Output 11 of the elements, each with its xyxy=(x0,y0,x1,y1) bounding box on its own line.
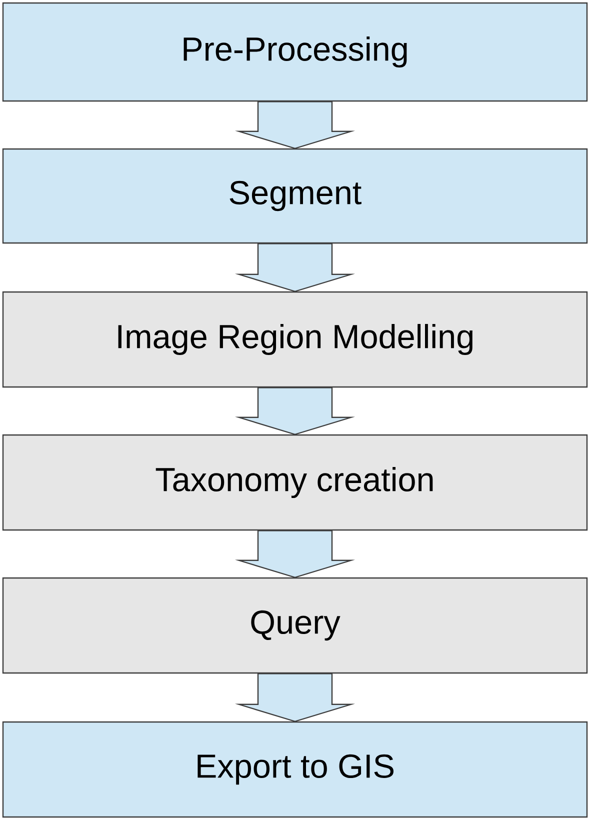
process-box: Pre-Processing xyxy=(2,2,588,102)
process-box: Taxonomy creation xyxy=(2,434,588,531)
block-arrow xyxy=(234,673,356,722)
process-box: Query xyxy=(2,577,588,674)
process-box: Export to GIS xyxy=(2,721,588,818)
block-arrow xyxy=(234,530,356,578)
block-arrow xyxy=(234,387,356,436)
block-arrow xyxy=(234,243,356,292)
process-box: Image Region Modelling xyxy=(2,291,588,388)
process-box: Segment xyxy=(2,148,588,244)
block-arrow xyxy=(234,101,356,150)
